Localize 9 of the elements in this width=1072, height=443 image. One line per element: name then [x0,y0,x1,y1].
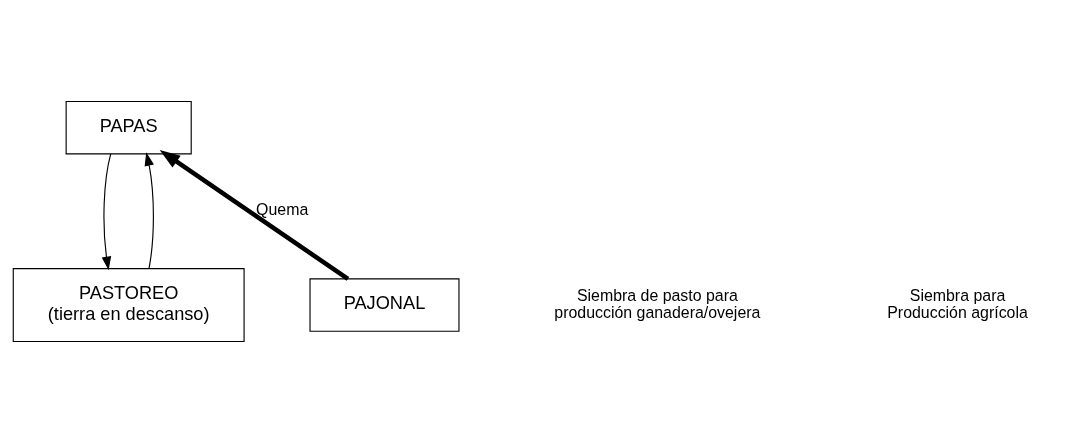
label: Siembra para Producción agrícola [887,286,1028,321]
node-box: PAPAS [65,101,192,155]
arrow [144,152,154,270]
node-box: PASTOREO (tierra en descanso) [12,268,245,342]
arrow [101,153,112,271]
arrow [159,150,350,281]
edge-label: Quema [256,201,309,219]
label: Siembra de pasto para producción ganadera/ovejera [554,286,761,321]
node-box: PAJONAL [309,278,460,332]
